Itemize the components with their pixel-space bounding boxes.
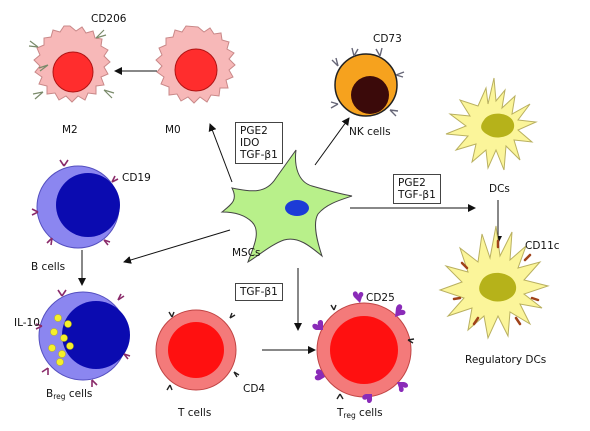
regulatory-dc-cell <box>438 225 550 340</box>
factor-box-tgf: TGF-β1 <box>235 283 283 301</box>
cd11c-label: CD11c <box>525 240 560 252</box>
nk-cell <box>330 47 405 117</box>
factor-tgf-b1: TGF-β1 <box>240 286 278 298</box>
b-cell <box>31 159 120 249</box>
treg-cell <box>312 291 415 404</box>
factor-box-right: PGE2 TGF-β1 <box>393 174 441 204</box>
mscs-label: MSCs <box>232 247 261 259</box>
b-cells-label: B cells <box>31 261 66 273</box>
cd206-label: CD206 <box>91 13 127 25</box>
arrow-mscs-to-m0 <box>208 123 233 183</box>
breg-cells-label: Breg cells <box>46 388 93 401</box>
il10-label: IL-10 <box>14 317 40 329</box>
cd73-label: CD73 <box>373 33 402 45</box>
dcs-label: DCs <box>489 183 510 195</box>
msc-cell <box>220 149 353 264</box>
cd4-label: CD4 <box>243 383 266 395</box>
factor-tgf-b1: TGF-β1 <box>398 189 436 201</box>
t-cells-label: T cells <box>178 407 212 419</box>
treg-cells-label: Treg cells <box>337 407 383 420</box>
factor-box-left: PGE2 IDO TGF-β1 <box>235 122 283 164</box>
factor-pge2: PGE2 <box>398 177 426 189</box>
m0-label: M0 <box>165 124 181 136</box>
m0-cell <box>155 25 236 104</box>
factor-ido: IDO <box>240 137 260 149</box>
cd25-label: CD25 <box>366 292 395 304</box>
dc-cell <box>445 77 538 171</box>
arrows <box>78 67 502 354</box>
factor-tgf-b1: TGF-β1 <box>240 149 278 161</box>
m2-label: M2 <box>62 124 78 136</box>
factor-pge2: PGE2 <box>240 125 268 137</box>
t-cell <box>155 309 240 391</box>
arrow-mscs-to-bcells <box>123 229 231 264</box>
m2-cell <box>28 25 115 103</box>
regulatory-dcs-label: Regulatory DCs <box>465 354 547 366</box>
breg-cell <box>35 289 131 387</box>
nk-cells-label: NK cells <box>349 126 391 138</box>
cd19-label: CD19 <box>122 172 151 184</box>
arrow-mscs-to-nk <box>314 117 350 166</box>
